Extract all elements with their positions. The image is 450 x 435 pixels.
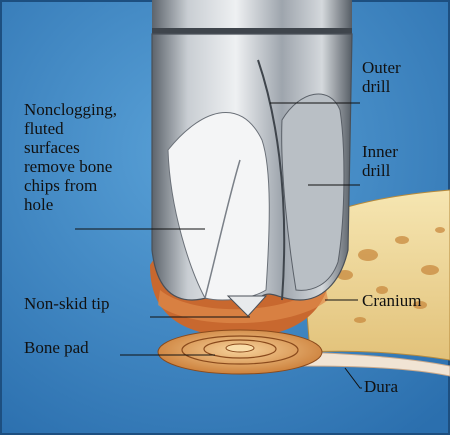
- drill-shaft-dark-band: [152, 28, 352, 34]
- label-cranium: Cranium: [362, 291, 422, 310]
- label-inner-drill: Inner drill: [362, 142, 398, 180]
- bone-pad-ring-inner: [226, 344, 254, 352]
- label-nonclogging-fluted-surfaces: Nonclogging, fluted surfaces remove bone…: [24, 100, 117, 214]
- label-outer-drill: Outer drill: [362, 58, 401, 96]
- label-dura: Dura: [364, 377, 398, 396]
- label-nonskid-tip: Non-skid tip: [24, 294, 109, 313]
- label-bone-pad: Bone pad: [24, 338, 89, 357]
- drill-shaft-top: [152, 0, 352, 32]
